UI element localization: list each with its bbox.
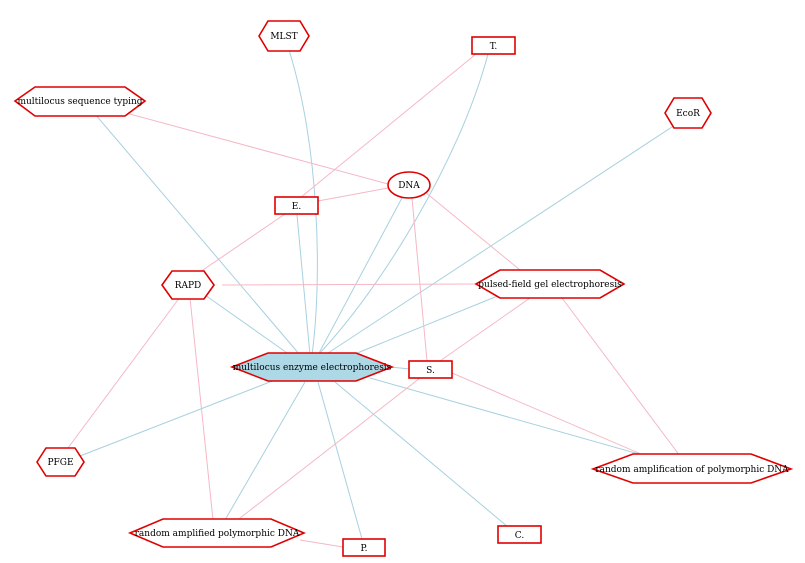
edge-s-rapoly	[451, 372, 656, 461]
node-t[interactable]: T.	[471, 36, 516, 55]
node-p-label: P.	[360, 544, 367, 554]
edge-pfgelong-s	[439, 297, 531, 362]
node-mee[interactable]: multilocus enzyme electrophoresis	[229, 352, 395, 382]
edge-pfge-mee	[79, 379, 276, 457]
edge-ecor-mee	[324, 124, 676, 356]
node-pfge-label: PFGE	[47, 458, 73, 468]
edge-t-e	[299, 53, 477, 199]
node-rapd-label: RAPD	[175, 281, 202, 291]
node-s[interactable]: S.	[408, 360, 453, 379]
node-rapoly-label: random amplification of polymorphic DNA	[595, 465, 789, 475]
edge-mst-dna	[114, 109, 389, 185]
edge-rapd-rapdlong	[189, 297, 214, 521]
node-rapd-long[interactable]: random amplified polymorphic DNA	[127, 518, 307, 548]
edge-mst-mee	[94, 113, 301, 356]
edge-rapoly-mee	[369, 377, 661, 461]
node-ecor-label: EcoR	[676, 109, 700, 119]
node-mee-label: multilocus enzyme electrophoresis	[233, 363, 392, 373]
edge-rapd-pfgelong	[221, 283, 477, 286]
nodes: MLST T. multilocus sequence typing EcoR …	[13, 20, 794, 557]
edge-rapdlong-p	[299, 539, 344, 548]
node-dna[interactable]: DNA	[387, 171, 431, 199]
node-rapoly[interactable]: random amplification of polymorphic DNA	[590, 453, 794, 484]
edge-e-rapd	[199, 213, 286, 273]
node-c[interactable]: C.	[497, 525, 542, 544]
edges	[64, 49, 681, 548]
node-mst[interactable]: multilocus sequence typing	[13, 86, 147, 117]
node-rapd[interactable]: RAPD	[161, 270, 215, 300]
node-mlst-label: MLST	[270, 32, 297, 42]
edge-c-mee	[334, 381, 509, 528]
edge-s-rapdlong	[234, 377, 421, 523]
node-rapd-long-label: random amplified polymorphic DNA	[135, 529, 300, 539]
node-mst-label: multilocus sequence typing	[17, 97, 142, 107]
node-pfge-long-label: pulsed-field gel electrophoresis	[478, 280, 622, 290]
edge-dna-pfgelong	[424, 191, 521, 271]
edge-p-mee	[317, 381, 363, 540]
node-c-label: C.	[515, 531, 525, 541]
node-pfge[interactable]: PFGE	[36, 447, 85, 477]
node-ecor[interactable]: EcoR	[664, 97, 712, 129]
node-dna-label: DNA	[398, 181, 420, 191]
node-pfge-long[interactable]: pulsed-field gel electrophoresis	[474, 269, 626, 299]
node-p[interactable]: P.	[342, 538, 386, 557]
node-t-label: T.	[490, 42, 498, 52]
node-s-label: S.	[426, 366, 435, 376]
edge-dna-mee	[317, 195, 404, 356]
edge-t-mee	[317, 53, 489, 356]
edge-dna-s	[411, 197, 428, 362]
edge-pfgelong-mee	[344, 294, 501, 359]
edge-rapd-mee	[204, 294, 291, 356]
node-e[interactable]: E.	[274, 196, 319, 215]
node-mlst[interactable]: MLST	[258, 20, 310, 52]
edge-rapdlong-mee	[224, 381, 306, 521]
edge-pfgelong-rapoly	[561, 297, 681, 457]
edge-rapd-pfge	[64, 296, 181, 453]
node-e-label: E.	[292, 202, 302, 212]
edge-e-dna	[317, 187, 389, 202]
